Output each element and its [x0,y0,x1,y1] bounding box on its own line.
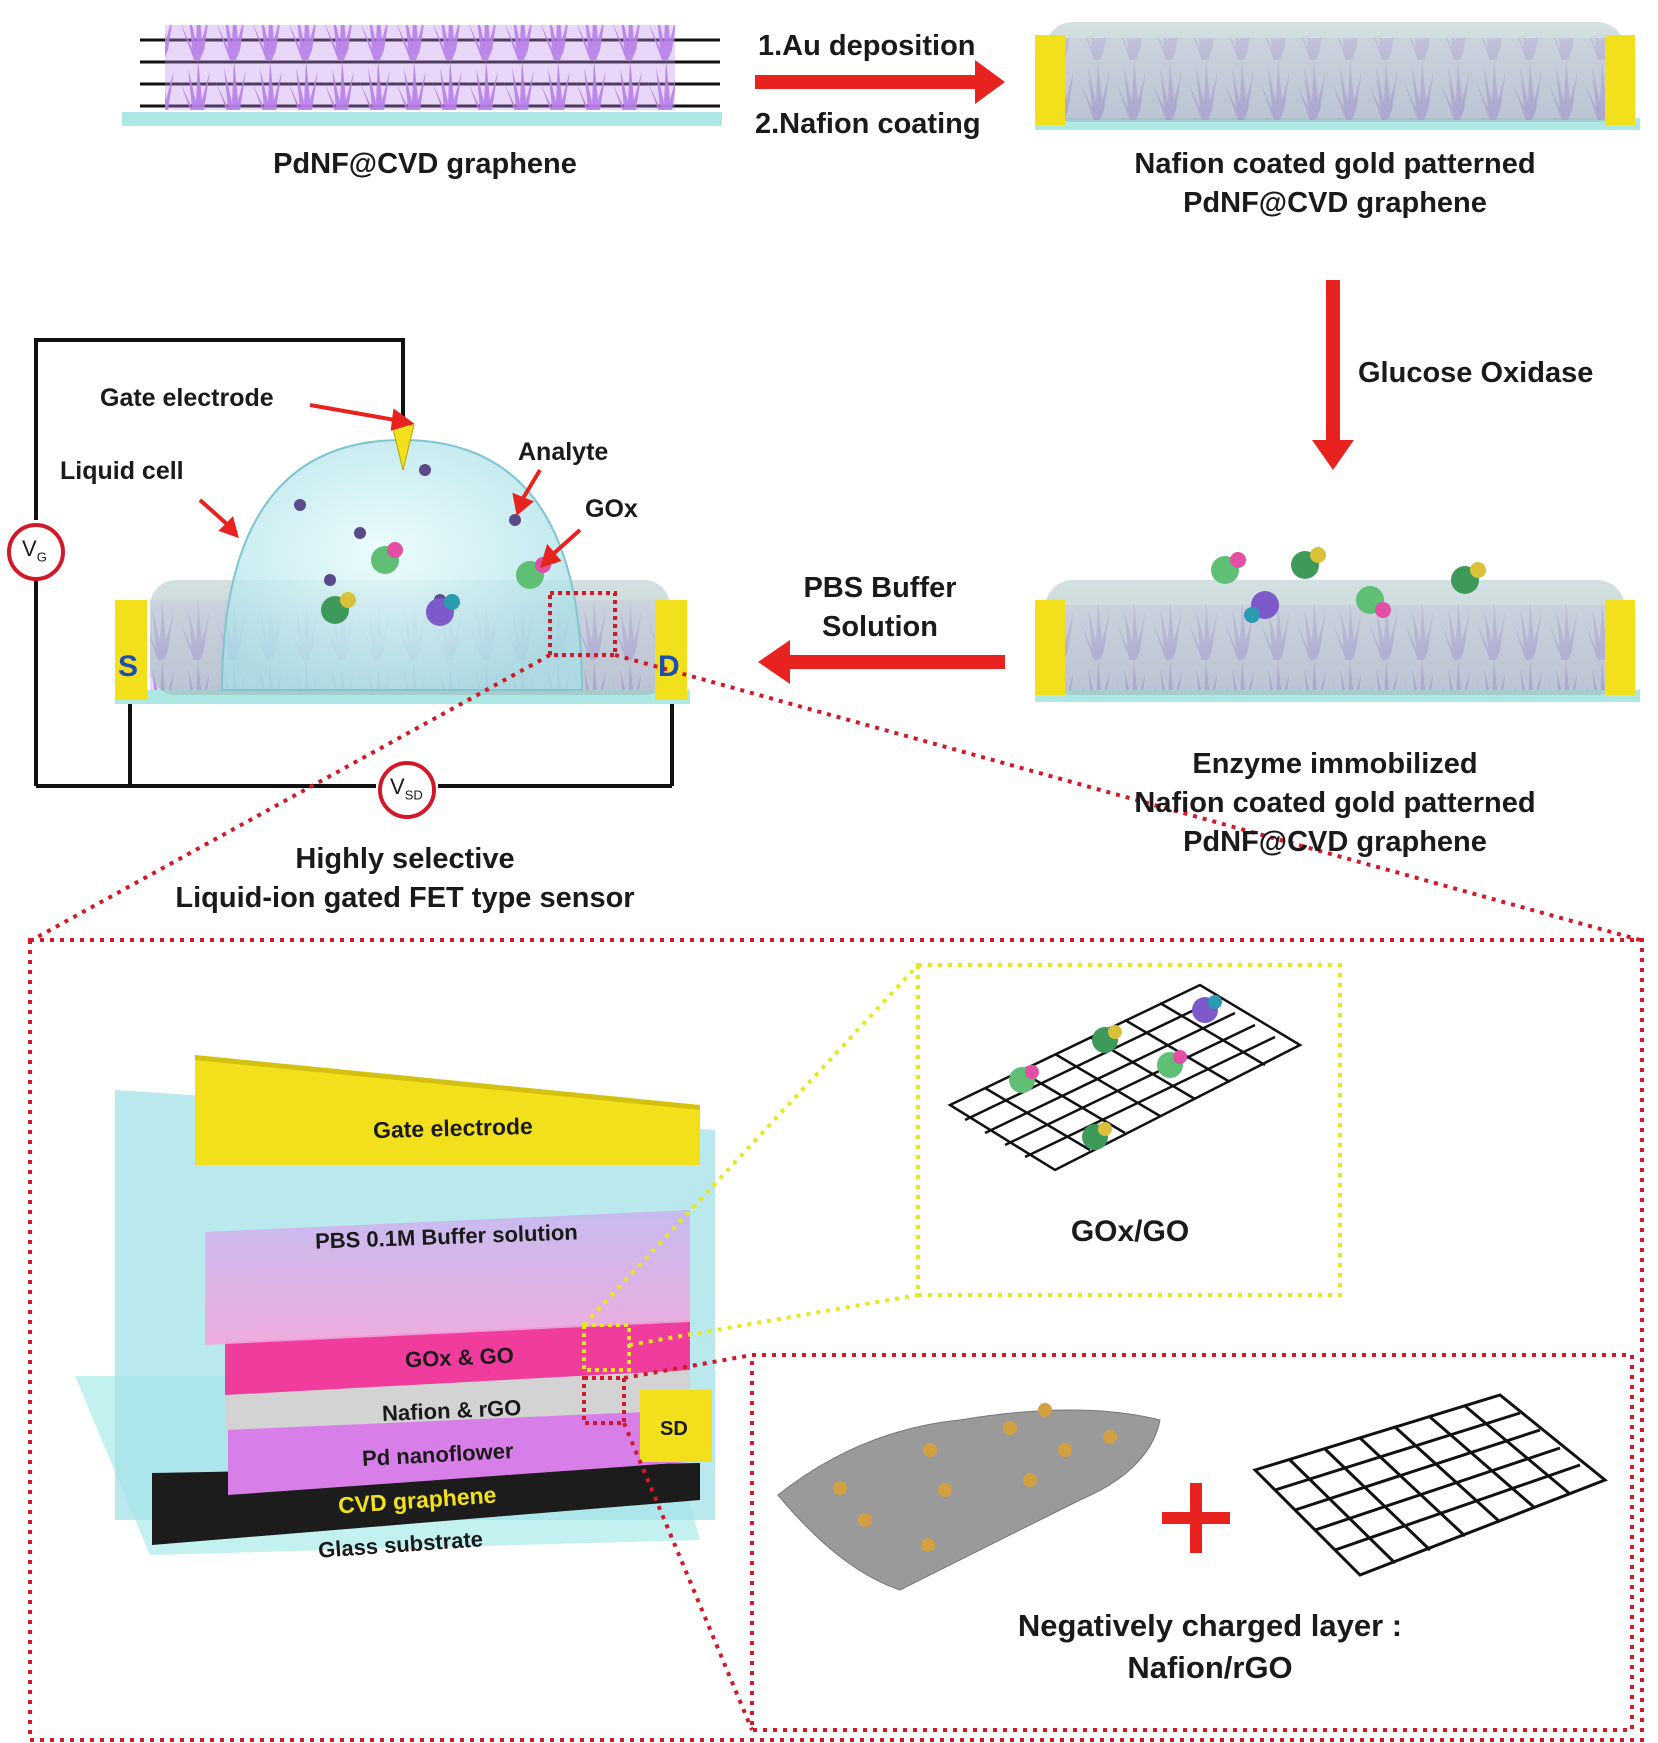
stack-gox-label: GOx & GO [404,1342,515,1373]
title-enzyme-2: Nafion coated gold patterned [1134,787,1536,819]
vg-label: VG [22,536,47,564]
pbs-buffer-layer [205,1210,690,1345]
label-gox: GOx [585,495,638,523]
module-nafion-gold [1035,22,1640,130]
nafion-gel [1045,22,1625,122]
plus-sign [1162,1483,1230,1553]
arrow1-line1: 1.Au deposition [758,30,976,62]
sd-pad [640,1390,712,1462]
bottom-panel-frame [28,938,1644,1742]
vg-sub: G [36,549,47,565]
vsd-label: VSD [390,774,423,802]
gate-electrode-layer [195,1055,700,1165]
arrow-au-nafion [755,60,1005,104]
title-enzyme-1: Enzyme immobilized [1192,748,1478,780]
stack-gate-label: Gate electrode [372,1112,534,1144]
drain-pad [655,600,687,700]
vsd-source [378,761,436,819]
arrow3-line1: PBS Buffer [803,572,957,604]
arrow-pbs-buffer [758,640,1005,684]
nafion-sheet [777,1409,1161,1591]
vg-main: V [22,536,37,561]
sensor-caption-1: Highly selective [295,843,515,875]
substrate [122,112,722,126]
circuit-wires [34,338,674,788]
title-nafion-gold-2: PdNF@CVD graphene [1183,187,1487,219]
vsd-main: V [390,774,405,799]
inset-nafion-frame [750,1353,1634,1732]
inset-gox-frame [916,963,1342,1297]
label-liquid-cell: Liquid cell [60,457,184,485]
stack-sd-label: SD [660,1418,688,1440]
pd-nanoflowers [165,25,675,110]
title-nafion-gold-1: Nafion coated gold patterned [1134,148,1536,180]
gold-pad-left [1035,35,1065,125]
arrow2-label: Glucose Oxidase [1358,357,1594,389]
arrow-glucose-oxidase [1312,280,1354,470]
module-pdnf-cvd [122,25,722,126]
gox-enzymes-inset [1009,995,1222,1150]
gox-go-layer [225,1320,690,1395]
nafion-particles [833,1403,1117,1552]
label-s: S [118,650,139,683]
label-gate-electrode: Gate electrode [100,384,274,412]
zoom-lines [31,653,1641,942]
arrow1-line2: 2.Nafion coating [755,108,981,140]
sensor-caption-2: Liquid-ion gated FET type sensor [175,882,635,914]
gold-pad-right [1605,35,1635,125]
vg-source [7,523,65,581]
inset-neg-line1: Negatively charged layer : [1017,1608,1403,1643]
rgo-sheet [1252,1393,1608,1577]
label-analyte: Analyte [518,438,609,466]
module-enzyme-immobilized [1035,547,1640,702]
title-pdnf-cvd: PdNF@CVD graphene [273,148,577,180]
zoom-box-gox [582,1323,631,1372]
zoom-box-nafion [582,1376,626,1425]
label-d: D [658,650,680,683]
title-enzyme-3: PdNF@CVD graphene [1183,826,1487,858]
gox-enzymes [1211,547,1486,623]
vsd-sub: SD [404,787,423,803]
gox-graphene-sheet [947,983,1303,1172]
inset-gox-label: GOx/GO [1070,1215,1190,1248]
source-pad [115,600,147,700]
fet-sensor [7,338,690,819]
inset-neg-line2: Nafion/rGO [1127,1650,1293,1685]
arrow3-line2: Solution [822,611,938,643]
layer-stack [75,1055,715,1555]
zoom-box-sensor [548,591,617,657]
